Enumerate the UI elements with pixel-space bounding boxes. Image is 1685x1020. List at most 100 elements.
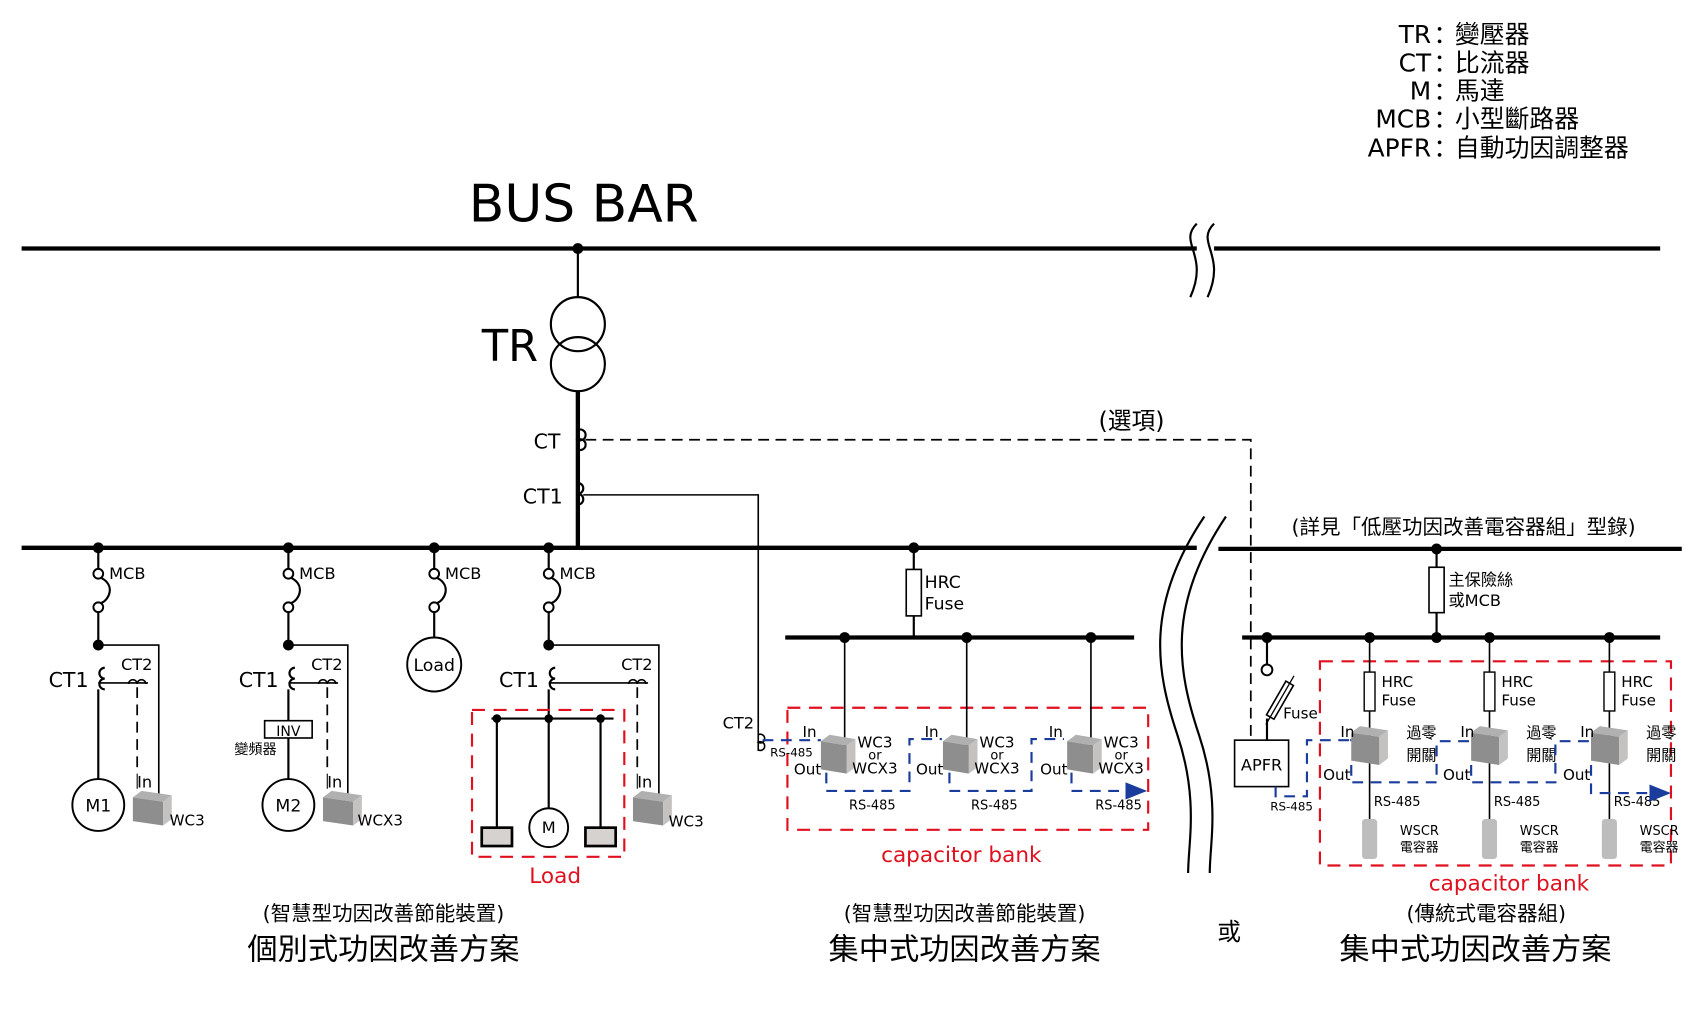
mcb-icon bbox=[436, 577, 447, 604]
device-front bbox=[942, 741, 969, 774]
central-smart-section: HRC Fuse capacitor bank CT2 RS-485 InOut… bbox=[723, 542, 1150, 868]
ct1-icon bbox=[98, 666, 105, 691]
rs485-line bbox=[825, 737, 942, 793]
wc-label: WCX3 bbox=[974, 760, 1019, 778]
section-title: 集中式功因改善方案 bbox=[1339, 932, 1611, 967]
transformer-icon bbox=[549, 336, 606, 393]
device-side bbox=[1619, 730, 1628, 765]
device-top bbox=[1591, 726, 1628, 737]
legend-meaning: 自動功因調整器 bbox=[1455, 134, 1629, 163]
mcb-label: MCB bbox=[560, 564, 596, 583]
apfr-box bbox=[1233, 739, 1290, 788]
zero-switch-label: 過零 bbox=[1526, 724, 1556, 742]
ct1-icon bbox=[288, 666, 296, 691]
device-side bbox=[163, 795, 172, 826]
motor-label: M bbox=[542, 818, 556, 837]
device-top bbox=[942, 734, 978, 746]
transformer-icon bbox=[549, 296, 606, 353]
legend-meaning: 小型斷路器 bbox=[1455, 104, 1579, 133]
legend-sep: ： bbox=[1433, 76, 1458, 105]
out-label: Out bbox=[794, 761, 821, 779]
hrc-label: HRC bbox=[1501, 673, 1533, 691]
fuse-icon bbox=[1265, 675, 1295, 725]
main-fuse-label: 或MCB bbox=[1448, 591, 1501, 610]
legend-abbr: MCB bbox=[1375, 104, 1431, 133]
rs485-label: RS-485 bbox=[849, 798, 896, 813]
inverter-label: 變頻器 bbox=[234, 742, 276, 758]
device-top bbox=[632, 790, 672, 802]
fuse-label: Fuse bbox=[1283, 705, 1318, 723]
in-label: In bbox=[1460, 723, 1474, 741]
device-side bbox=[663, 795, 672, 826]
mcb-contact-icon bbox=[542, 567, 555, 580]
device-front bbox=[132, 797, 164, 826]
rs485-line bbox=[1350, 740, 1472, 784]
section-title: 集中式功因改善方案 bbox=[829, 932, 1101, 967]
ct-icon bbox=[575, 428, 587, 452]
mcb-icon bbox=[100, 577, 111, 604]
main-fuse-icon bbox=[1428, 566, 1445, 614]
rs485-label: RS-485 bbox=[1494, 795, 1541, 810]
zero-switch-label: 過零 bbox=[1406, 724, 1436, 742]
hrc-label: HRC bbox=[1381, 673, 1413, 691]
fuse-label: Fuse bbox=[1621, 692, 1656, 710]
main-fuse-label: 主保險絲 bbox=[1448, 571, 1513, 590]
wscr-label: 電容器 bbox=[1520, 839, 1559, 855]
bus-bar-title: BUS BAR bbox=[469, 174, 699, 234]
out-label: Out bbox=[916, 761, 943, 779]
wc-label: WCX3 bbox=[852, 760, 897, 778]
mcb-contact-icon bbox=[92, 601, 105, 614]
voltage-sense-line bbox=[288, 644, 349, 795]
motor-m2-icon bbox=[261, 778, 316, 832]
voltage-sense-line bbox=[98, 644, 160, 795]
legend-abbr: M bbox=[1410, 76, 1431, 105]
capacitor-bank-box bbox=[786, 706, 1150, 831]
break-symbol bbox=[1159, 515, 1227, 874]
device-front bbox=[1351, 732, 1380, 765]
inverter-box bbox=[263, 719, 313, 739]
wc-label: or bbox=[868, 749, 882, 764]
or-label: 或 bbox=[1217, 918, 1241, 946]
hrc-fuse-icon bbox=[1363, 671, 1376, 712]
hrc-fuse-icon bbox=[1603, 671, 1616, 712]
legend-sep: ： bbox=[1433, 48, 1458, 77]
central-traditional-section: 主保險絲 或MCB Fuse APFR RS-485 capacitor ban… bbox=[1233, 543, 1679, 896]
out-label: Out bbox=[1323, 766, 1350, 784]
in-label: In bbox=[1340, 723, 1354, 741]
mcb-contact-icon bbox=[428, 601, 441, 614]
device-top bbox=[1067, 734, 1102, 746]
optional-signal-line bbox=[585, 438, 1252, 744]
device-front bbox=[820, 741, 847, 774]
ct2-label: CT2 bbox=[723, 713, 754, 732]
motor-m1-icon bbox=[71, 778, 126, 832]
zero-switch-label: 過零 bbox=[1646, 724, 1676, 742]
mcb-contact-icon bbox=[428, 567, 441, 580]
zero-switch-label: 開關 bbox=[1406, 747, 1436, 765]
out-label: Out bbox=[1563, 766, 1590, 784]
ct2-label: CT2 bbox=[121, 655, 152, 674]
legend-abbr: APFR bbox=[1368, 134, 1431, 163]
legend-sep: ： bbox=[1433, 134, 1458, 163]
rs485-line bbox=[1470, 740, 1592, 784]
rs485-line bbox=[1070, 772, 1148, 800]
junction-node bbox=[1431, 632, 1442, 643]
ct1-label: CT1 bbox=[49, 668, 89, 692]
device-front bbox=[632, 797, 664, 826]
load-group-label: Load bbox=[529, 864, 581, 889]
mcb-contact-icon bbox=[92, 567, 105, 580]
zero-switch-label: 開關 bbox=[1526, 747, 1556, 765]
wscr-label: WSCR bbox=[1520, 824, 1559, 839]
ct2-icon bbox=[127, 678, 147, 685]
section-title: 個別式功因改善方案 bbox=[247, 932, 519, 967]
mcb-icon bbox=[291, 577, 301, 604]
device-side bbox=[968, 739, 978, 774]
break-symbol bbox=[1189, 222, 1216, 298]
rs485-label: RS-485 bbox=[1270, 799, 1313, 813]
device-front bbox=[1067, 741, 1094, 774]
load-element-icon bbox=[584, 826, 618, 848]
voltage-sense-line bbox=[548, 644, 660, 795]
ct2-label: CT2 bbox=[621, 655, 652, 674]
ct1-label: CT1 bbox=[239, 668, 279, 692]
